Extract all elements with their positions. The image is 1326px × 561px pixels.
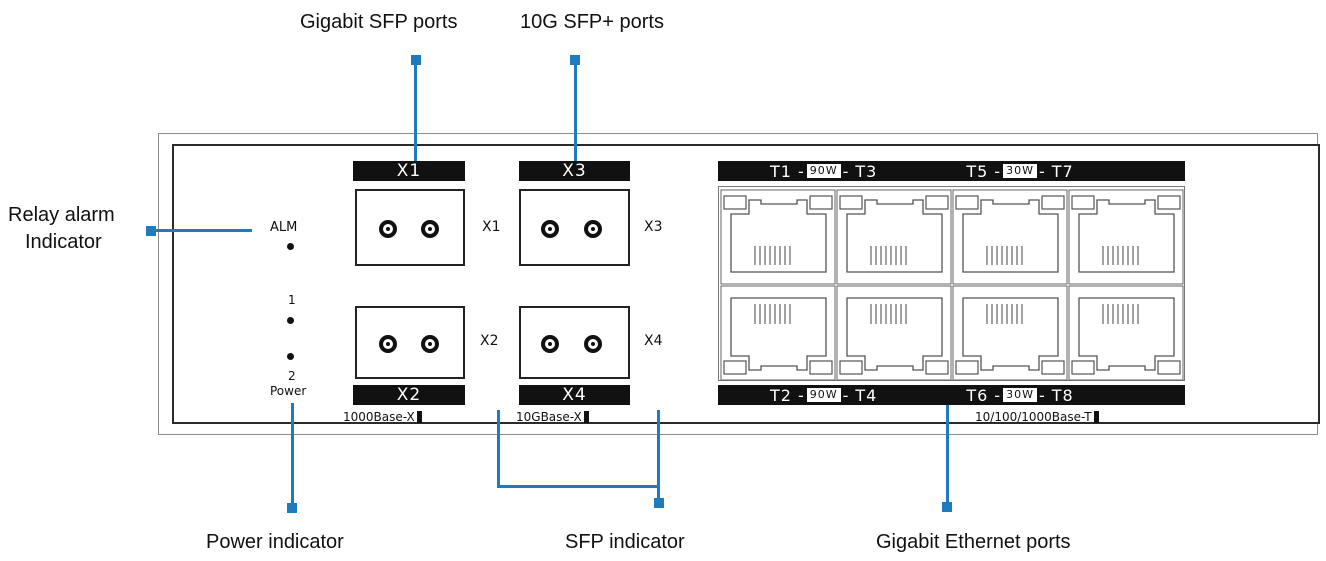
port-label-t1: T1 <box>770 161 792 181</box>
poe-dash-icon: - <box>994 385 1002 405</box>
port-label-t6: T6 <box>966 385 989 405</box>
sfp-led-marker-icon <box>416 411 422 423</box>
power-1-led <box>287 317 294 324</box>
sfp-side-label-x4: X4 <box>644 333 663 349</box>
poe-dash-icon: - <box>842 385 850 405</box>
port-label-t5: T5 <box>966 161 989 181</box>
sfp-port-x3[interactable] <box>519 189 630 266</box>
fiber-hole-icon <box>584 335 602 353</box>
poe-tag-t6-t8: 30W <box>1003 388 1037 402</box>
sfp-speed-left: 1000Base-X <box>343 410 422 424</box>
power-2-label: 2 <box>288 369 296 383</box>
rj45-top-bar: T1 - 90W - T3 T5 - 30W - T7 <box>718 161 1185 181</box>
sfp-speed-right-text: 10GBase-X <box>516 410 582 424</box>
sfp-bar-x2: X2 <box>353 385 465 405</box>
power-1-label: 1 <box>288 293 296 307</box>
fiber-hole-icon <box>421 335 439 353</box>
alm-label: ALM <box>270 220 298 235</box>
power-label: Power <box>270 384 307 398</box>
power-2-led <box>287 353 294 360</box>
sfp-speed-right: 10GBase-X <box>516 410 589 424</box>
fiber-hole-icon <box>379 220 397 238</box>
rj45-speed-label: 10/100/1000Base-T <box>975 410 1099 424</box>
sfp-bar-x4: X4 <box>519 385 630 405</box>
rj45-port-t4[interactable] <box>836 285 952 381</box>
sfp-side-label-x2: X2 <box>480 333 499 349</box>
rj45-speed-text: 10/100/1000Base-T <box>975 410 1092 424</box>
port-label-t2: T2 <box>770 385 792 405</box>
rj45-port-t6[interactable] <box>952 285 1068 381</box>
sfp-port-x4[interactable] <box>519 306 630 379</box>
port-label-t3: T3 <box>855 161 878 181</box>
rj45-port-t2[interactable] <box>720 285 836 381</box>
gigabit-ethernet-callout: Gigabit Ethernet ports <box>876 531 1071 553</box>
poe-tag-t5-t7: 30W <box>1003 164 1037 178</box>
poe-dash-icon: - <box>1038 385 1046 405</box>
sfp-indicator-callout: SFP indicator <box>565 531 685 553</box>
rj45-ports-svg <box>720 189 1184 381</box>
fiber-hole-icon <box>379 335 397 353</box>
sfp-indicator-leader-right <box>657 410 660 502</box>
poe-dash-icon: - <box>1038 161 1046 181</box>
sfp-port-x2[interactable] <box>355 306 465 379</box>
sfp-side-label-x1: X1 <box>482 219 501 235</box>
rj45-led-marker-icon <box>1093 411 1099 423</box>
rj45-port-t7[interactable] <box>1068 189 1184 285</box>
power-leader-marker <box>287 503 297 513</box>
port-label-t8: T8 <box>1051 385 1074 405</box>
ethernet-leader <box>946 403 949 508</box>
sfp-bar-x3: X3 <box>519 161 630 181</box>
ethernet-leader-marker <box>942 502 952 512</box>
rj45-bottom-bar: T2 - 90W - T4 T6 - 30W - T8 <box>718 385 1185 405</box>
tengig-sfp-callout: 10G SFP+ ports <box>520 11 664 33</box>
fiber-hole-icon <box>421 220 439 238</box>
rj45-port-t1[interactable] <box>720 189 836 285</box>
alm-led <box>287 243 294 250</box>
sfp-indicator-leader-bottom <box>497 485 660 488</box>
poe-dash-icon: - <box>842 161 850 181</box>
fiber-hole-icon <box>584 220 602 238</box>
fiber-hole-icon <box>541 335 559 353</box>
sfp-bar-x1: X1 <box>353 161 465 181</box>
relay-alarm-leader <box>150 229 252 232</box>
rj45-port-t3[interactable] <box>836 189 952 285</box>
poe-dash-icon: - <box>797 161 805 181</box>
fiber-hole-icon <box>541 220 559 238</box>
tengig-sfp-leader <box>574 60 577 161</box>
poe-tag-t1-t3: 90W <box>806 164 841 178</box>
rj45-port-block <box>718 186 1185 381</box>
poe-dash-icon: - <box>797 385 805 405</box>
power-indicator-callout: Power indicator <box>206 531 344 553</box>
power-leader <box>291 403 294 510</box>
poe-tag-t2-t4: 90W <box>806 388 841 402</box>
port-label-t4: T4 <box>855 385 878 405</box>
relay-alarm-callout-line2: Indicator <box>25 231 102 253</box>
sfp-indicator-leader-marker <box>654 498 664 508</box>
gigabit-sfp-callout: Gigabit SFP ports <box>300 11 458 33</box>
rj45-port-t5[interactable] <box>952 189 1068 285</box>
rj45-port-t8[interactable] <box>1068 285 1184 381</box>
sfp-led-marker-icon <box>583 411 589 423</box>
gigabit-sfp-leader <box>414 60 417 161</box>
poe-dash-icon: - <box>994 161 1002 181</box>
sfp-port-x1[interactable] <box>355 189 465 266</box>
sfp-side-label-x3: X3 <box>644 219 663 235</box>
relay-alarm-callout-line1: Relay alarm <box>8 204 115 226</box>
sfp-speed-left-text: 1000Base-X <box>343 410 415 424</box>
port-label-t7: T7 <box>1051 161 1074 181</box>
sfp-indicator-leader-left <box>497 410 500 488</box>
